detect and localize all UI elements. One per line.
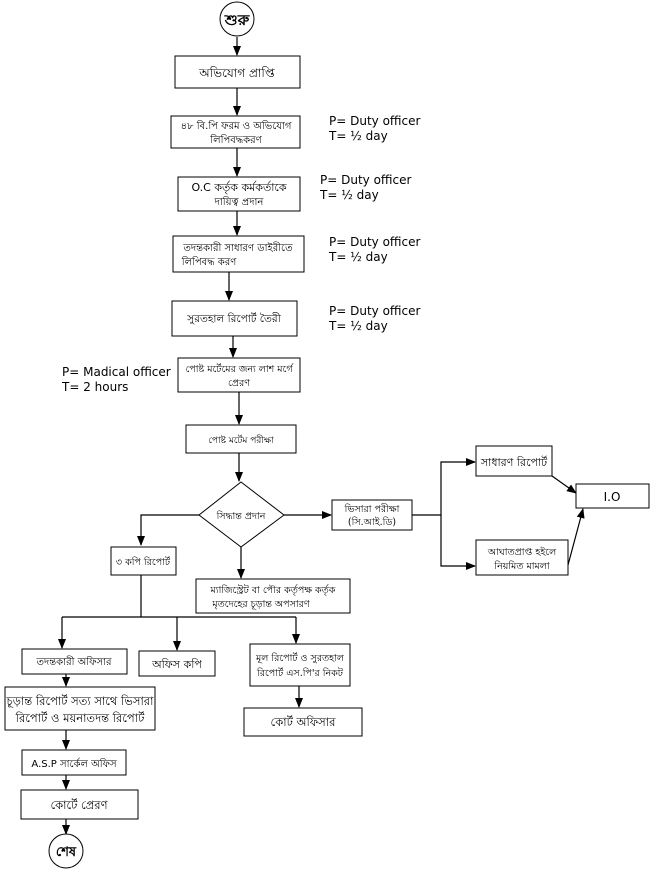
office-copy-label: অফিস কপি bbox=[151, 658, 202, 671]
three-copy-label: ৩ কপি রিপোর্ট bbox=[116, 555, 171, 568]
send-morgue-box: পোষ্ট মর্টেমের জন্য লাশ মর্গে প্রেরণ bbox=[177, 357, 301, 393]
start-node: শুরু bbox=[219, 1, 255, 37]
asp-circle-label: A.S.P সার্কেল অফিস bbox=[31, 758, 117, 770]
final-report-box: চূড়ান্ত রিপোর্ট সত্য সাথে ভিসারা রিপোর্… bbox=[4, 686, 156, 731]
annotation-assign-person: P= Duty officer bbox=[320, 173, 411, 187]
record-48bp-line1: ৪৮ বি.পি ফরম ও অভিযোগ bbox=[181, 120, 292, 132]
regular-case-box: আঘাতপ্রাপ্ত হইলে নিয়মিত মামলা bbox=[475, 539, 569, 576]
body-handover-box: ম্যাজিস্ট্রেট বা পৌর কর্তৃপক্ষ কর্তৃক মৃ… bbox=[195, 578, 351, 614]
decision-label: সিদ্ধান্ত প্রদান bbox=[216, 510, 267, 522]
end-node: শেষ bbox=[48, 833, 84, 869]
pm-exam-label: পোষ্ট মর্টেম পরীক্ষা bbox=[208, 434, 274, 446]
general-report-box: সাধারণ রিপোর্ট bbox=[475, 445, 553, 477]
annotation-morgue-person: P= Madical officer bbox=[62, 365, 171, 379]
gd-entry-box: তদন্তকারী সাধারণ ডাইরীতে লিপিবদ্ধ করণ bbox=[172, 235, 305, 273]
regular-case-line1: আঘাতপ্রাপ্ত হইলে bbox=[487, 546, 557, 558]
pm-exam-box: পোষ্ট মর্টেম পরীক্ষা bbox=[185, 424, 297, 454]
arrow-general-io bbox=[551, 475, 577, 494]
gd-entry-line1: তদন্তকারী সাধারণ ডাইরীতে bbox=[182, 241, 293, 254]
viscera-line2: (সি.আই.ডি) bbox=[348, 516, 396, 528]
annotations: P= Duty officer T= ½ day P= Duty officer… bbox=[61, 114, 420, 394]
annotation-record-time: T= ½ day bbox=[328, 129, 388, 143]
inquest-label: সুরতহাল রিপোর্ট তৈরী bbox=[186, 312, 281, 325]
annotation-assign-time: T= ½ day bbox=[319, 188, 379, 202]
gd-entry-line2: লিপিবদ্ধ করণ bbox=[181, 256, 238, 268]
general-report-label: সাধারণ রিপোর্ট bbox=[480, 456, 548, 469]
annotation-inquest-person: P= Duty officer bbox=[329, 304, 420, 318]
annotation-record-person: P= Duty officer bbox=[329, 114, 420, 128]
decision-diamond: সিদ্ধান্ত প্রদান bbox=[198, 481, 285, 548]
end-label: শেষ bbox=[56, 845, 77, 860]
oc-assign-line2: দায়িত্ব প্রদান bbox=[214, 196, 265, 208]
original-report-line1: মূল রিপোর্ট ও সুরতহাল bbox=[255, 651, 345, 664]
viscera-box: ভিসারা পরীক্ষা (সি.আই.ডি) bbox=[331, 499, 413, 531]
record-48bp-box: ৪৮ বি.পি ফরম ও অভিযোগ লিপিবদ্ধকরণ bbox=[170, 115, 301, 149]
arrow-viscera-regular bbox=[440, 515, 476, 570]
inquest-box: সুরতহাল রিপোর্ট তৈরী bbox=[171, 300, 298, 337]
investigating-officer-label: তদন্তকারী অফিসার bbox=[36, 655, 112, 668]
connectors bbox=[58, 37, 585, 835]
final-report-line1: চূড়ান্ত রিপোর্ট সত্য সাথে ভিসারা bbox=[6, 694, 155, 709]
oc-assign-line1: O.C কর্তৃক কর্মকর্তাকে bbox=[191, 181, 286, 194]
io-box: I.O bbox=[575, 483, 650, 509]
start-label: শুরু bbox=[224, 11, 250, 29]
office-copy-box: অফিস কপি bbox=[138, 650, 216, 677]
three-copy-box: ৩ কপি রিপোর্ট bbox=[110, 546, 177, 576]
court-officer-label: কোর্ট অফিসার bbox=[271, 715, 337, 729]
record-48bp-line2: লিপিবদ্ধকরণ bbox=[209, 134, 262, 146]
viscera-line1: ভিসারা পরীক্ষা bbox=[344, 502, 401, 515]
original-report-box: মূল রিপোর্ট ও সুরতহাল রিপোর্ট এস.পি'র নি… bbox=[249, 643, 351, 687]
arrow-viscera-general bbox=[412, 458, 476, 516]
complaint-label: অভিযোগ প্রাপ্তি bbox=[198, 66, 276, 80]
complaint-box: অভিযোগ প্রাপ্তি bbox=[174, 55, 301, 89]
asp-circle-box: A.S.P সার্কেল অফিস bbox=[21, 749, 127, 776]
annotation-gd-person: P= Duty officer bbox=[329, 235, 420, 249]
regular-case-line2: নিয়মিত মামলা bbox=[493, 560, 551, 572]
oc-assign-box: O.C কর্তৃক কর্মকর্তাকে দায়িত্ব প্রদান bbox=[177, 176, 301, 212]
court-officer-box: কোর্ট অফিসার bbox=[243, 707, 363, 737]
body-handover-line2: মৃতদেহের চূড়ান্ত অপসারণ bbox=[211, 599, 310, 610]
annotation-inquest-time: T= ½ day bbox=[328, 319, 388, 333]
send-morgue-line1: পোষ্ট মর্টেমের জন্য লাশ মর্গে bbox=[185, 362, 293, 375]
send-court-label: কোর্টে প্রেরণ bbox=[50, 798, 108, 812]
annotation-morgue-time: T= 2 hours bbox=[61, 380, 128, 394]
arrow-decision-threecopy bbox=[137, 514, 199, 546]
body-handover-line1: ম্যাজিস্ট্রেট বা পৌর কর্তৃপক্ষ কর্তৃক bbox=[210, 583, 337, 596]
send-morgue-line2: প্রেরণ bbox=[228, 378, 251, 389]
annotation-gd-time: T= ½ day bbox=[328, 250, 388, 264]
send-court-box: কোর্টে প্রেরণ bbox=[20, 789, 139, 820]
arrow-regular-io bbox=[567, 508, 585, 566]
final-report-line2: রিপোর্ট ও ময়নাতদন্ত রিপোর্ট bbox=[15, 711, 145, 725]
io-label: I.O bbox=[604, 490, 621, 504]
original-report-line2: রিপোর্ট এস.পি'র নিকট bbox=[256, 666, 344, 679]
investigating-officer-box: তদন্তকারী অফিসার bbox=[21, 648, 128, 675]
